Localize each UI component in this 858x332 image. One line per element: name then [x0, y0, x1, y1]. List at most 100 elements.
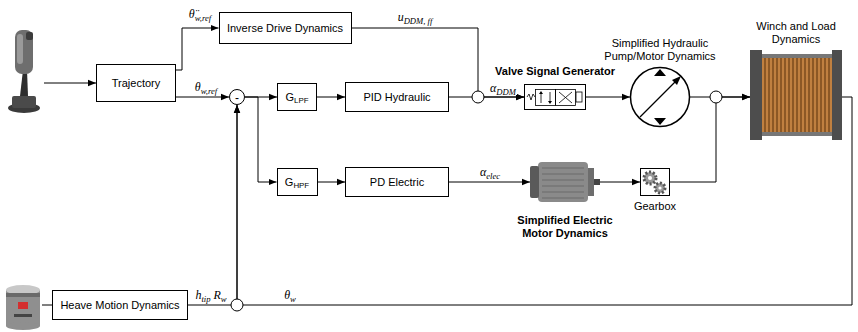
- valve-symbol: [576, 92, 582, 102]
- node-label: GHPF: [285, 176, 309, 189]
- signal-label-holder: αelec: [479, 165, 501, 179]
- block-caption: Gearbox: [630, 200, 680, 213]
- valve-symbol: [536, 90, 556, 106]
- text-run: R: [211, 288, 221, 302]
- joystick-icon: [12, 96, 36, 108]
- text-run: α: [490, 81, 496, 95]
- signal-connector: [188, 105, 237, 305]
- winch-icon: [762, 132, 832, 136]
- block-caption: Valve Signal Generator: [485, 65, 625, 78]
- signal-label-holder: θw,ref: [194, 80, 218, 94]
- electric-motor-icon: [542, 174, 584, 175]
- text-run: Trajectory: [112, 77, 161, 89]
- joystick-icon: [8, 30, 40, 113]
- valve-symbol: [550, 92, 551, 102]
- subscript: w: [290, 294, 296, 304]
- heave-sensor-icon: [6, 293, 40, 297]
- node-label: -: [235, 92, 239, 104]
- summing-junction: [472, 91, 484, 103]
- signal-connector: [586, 97, 630, 98]
- text-run: Heave Motion Dynamics: [60, 299, 179, 311]
- valve-symbol: [525, 85, 586, 110]
- text-run: G: [285, 91, 294, 103]
- gearbox-icon: [644, 172, 656, 184]
- subscript: DDM: [496, 87, 516, 97]
- signal-label: θ̈w,ref: [188, 7, 212, 21]
- text-run: θ̈: [189, 7, 195, 21]
- subscript: DDM, ff: [404, 16, 433, 26]
- signal-label: αDDM: [489, 81, 517, 95]
- joystick-icon: [26, 32, 33, 40]
- signal-label-holder: θ̈w,ref: [188, 7, 212, 21]
- pump-motor-symbol: [631, 68, 690, 127]
- pump-motor-symbol: [631, 68, 690, 127]
- electric-motor-icon: [588, 168, 594, 196]
- signal-label: uDDM, ff: [397, 10, 434, 24]
- text-run: Gearbox: [634, 200, 676, 212]
- controller-box: PD Electric: [345, 167, 449, 197]
- heave-sensor-icon: [14, 314, 32, 317]
- pump-motor-symbol: [672, 76, 681, 85]
- block-caption: Simplified Hydraulic Pump/Motor Dynamics: [590, 37, 730, 63]
- signal-label-holder: htip Rw: [194, 288, 227, 302]
- heave-sensor-icon: [6, 322, 40, 330]
- winch-icon: [750, 50, 842, 140]
- signal-label-holder: uDDM, ff: [397, 10, 434, 24]
- signal-connector: [449, 182, 530, 183]
- heave-sensor-icon: [6, 285, 40, 330]
- subscript: HPF: [293, 181, 309, 190]
- signal-label: θw,ref: [194, 80, 218, 94]
- valve-symbol: [527, 94, 535, 100]
- node-label: Trajectory: [112, 77, 161, 90]
- signal-connector: [245, 97, 277, 182]
- valve-symbol: [559, 92, 572, 103]
- signal-label: htip Rw: [194, 288, 227, 302]
- heave-sensor-icon: [6, 290, 40, 326]
- signal-label: θw: [283, 288, 297, 302]
- signal-connector: [176, 28, 219, 70]
- input-arrow: [44, 83, 96, 84]
- gearbox-icon: [655, 183, 665, 193]
- node-label: Heave Motion Dynamics: [60, 299, 179, 312]
- winch-icon: [750, 50, 762, 140]
- subscript: tip: [201, 294, 210, 304]
- valve-block: Valve Signal Generator: [524, 84, 586, 110]
- filter-box: GLPF: [277, 83, 317, 111]
- summing-junction: [231, 299, 243, 311]
- text-run: h: [195, 288, 201, 302]
- winch-icon: [832, 50, 842, 140]
- text-run: θ: [195, 80, 201, 94]
- summing-junction: -: [229, 89, 245, 105]
- signal-connector: [318, 182, 346, 183]
- subscript: w,ref: [201, 86, 218, 96]
- pump-motor-symbol: [654, 69, 666, 76]
- electric-motor-icon: [530, 166, 539, 198]
- valve-symbol: [539, 91, 543, 94]
- summing-junction: [710, 91, 722, 103]
- text-run: α: [480, 165, 486, 179]
- electric-motor-icon: [530, 162, 600, 202]
- text-run: PD Electric: [370, 176, 424, 188]
- valve-symbol: [525, 85, 586, 110]
- text-run: PID Hydraulic: [363, 91, 430, 103]
- signal-connector: [237, 97, 852, 305]
- signal-label-holder: αDDM: [489, 81, 517, 95]
- joystick-icon: [15, 30, 33, 74]
- subscript: w,ref: [195, 13, 212, 23]
- heave-sensor-icon: [18, 302, 28, 309]
- signal-connector: [670, 97, 750, 182]
- gearbox-icon: [648, 176, 652, 180]
- text-run: Inverse Drive Dynamics: [227, 22, 343, 34]
- text-run: Valve Signal Generator: [495, 65, 615, 77]
- electric-motor-icon: [594, 179, 600, 185]
- process-box: Trajectory: [96, 64, 176, 102]
- electric-motor-icon: [542, 168, 584, 169]
- subscript: LPF: [294, 96, 309, 105]
- text-run: G: [285, 176, 294, 188]
- signal-connector: [600, 182, 640, 183]
- text-run: Simplified Hydraulic Pump/Motor Dynamics: [604, 37, 715, 62]
- node-label: PD Electric: [370, 176, 424, 189]
- pump-motor-block: Simplified Hydraulic Pump/Motor Dynamics: [630, 67, 690, 127]
